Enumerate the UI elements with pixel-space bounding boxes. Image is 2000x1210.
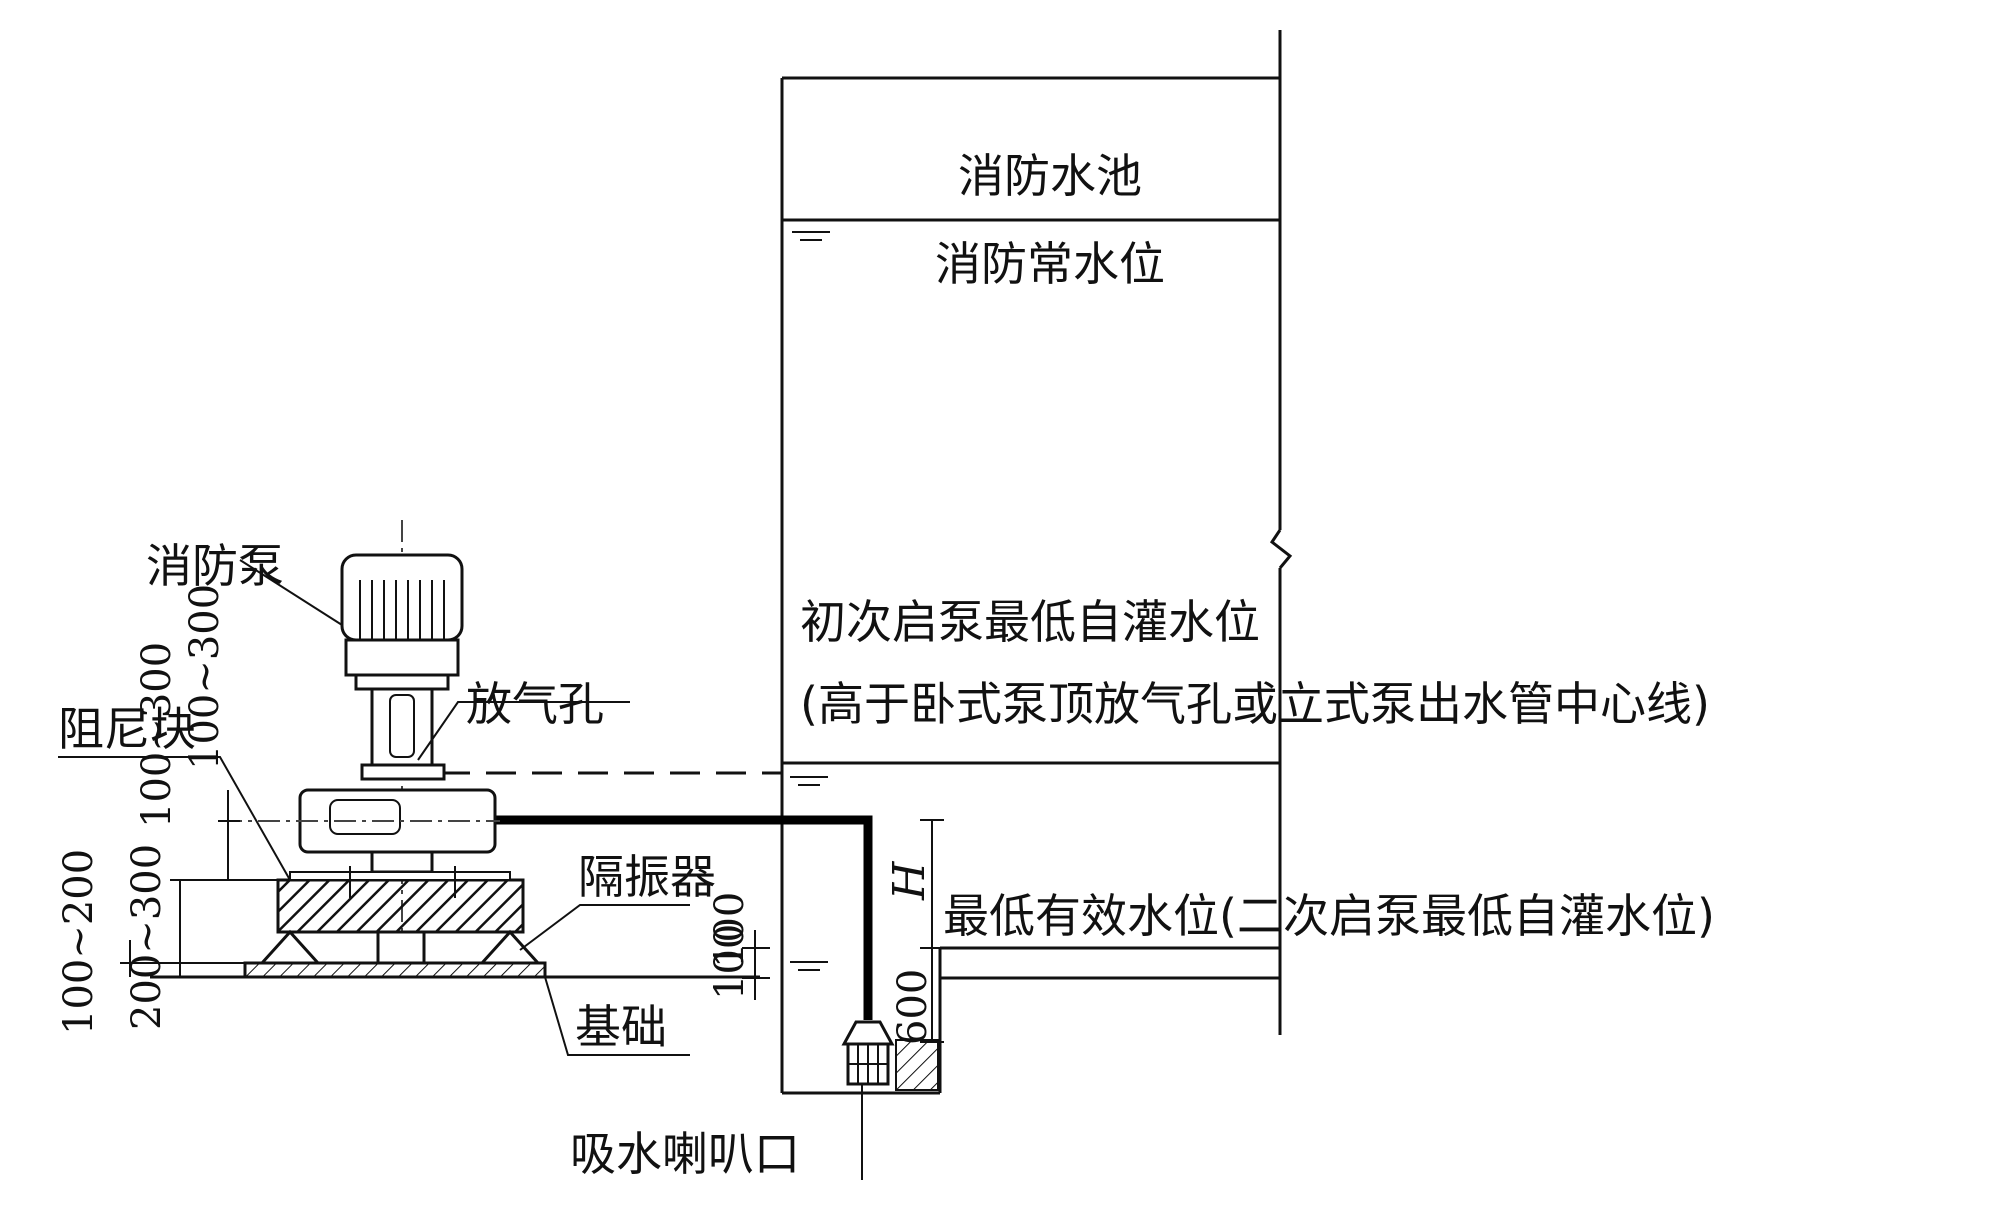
water-level-symbol: [792, 231, 830, 241]
dim-100-300-upper: 100~300: [182, 584, 228, 770]
first-start-note-label: (高于卧式泵顶放气孔或立式泵出水管中心线): [800, 677, 1710, 731]
min-effective-level-label: 最低有效水位(二次启泵最低自灌水位): [943, 889, 1715, 943]
dim-600: 600: [890, 969, 936, 1045]
sump-hatched-block: [895, 1039, 939, 1091]
motor-body: [344, 638, 460, 677]
water-level-symbol: [790, 961, 828, 971]
first-start-level-label: 初次启泵最低自灌水位: [800, 595, 1260, 649]
vibration-isolator: [478, 929, 542, 965]
dim-200-300: 200~300: [124, 844, 170, 1030]
normal-level-label: 消防常水位: [935, 237, 1165, 291]
damper-plate: [289, 871, 511, 881]
motor-fins: [359, 580, 445, 640]
dim-100-300-lower: 100~300: [134, 642, 180, 828]
fire-pool: [780, 30, 1293, 1095]
suction-bell-label: 吸水喇叭口: [570, 1127, 800, 1181]
damper-leader: [58, 756, 291, 881]
suction-pipe: [495, 815, 873, 1020]
vent-label: 放气孔: [466, 677, 604, 731]
dim-100-upper: 100: [707, 892, 753, 968]
water-level-symbol: [790, 776, 828, 786]
foundation-slab: [243, 961, 547, 979]
motor-flange: [354, 673, 450, 691]
isolator-leader: [519, 904, 690, 951]
pool-label: 消防水池: [958, 149, 1142, 203]
isolator-label: 隔振器: [578, 850, 716, 904]
coupling: [389, 694, 415, 758]
dim-100-lower: 100: [707, 924, 753, 1000]
dimension-lines: [120, 790, 944, 1043]
foundation-label: 基础: [575, 1000, 667, 1054]
pump-label: 消防泵: [146, 539, 284, 593]
vent-leader: [417, 701, 630, 761]
foundation-leader: [544, 976, 690, 1056]
break-line-symbol: [1269, 529, 1293, 569]
pump-top-flange: [360, 763, 446, 781]
center-support: [376, 930, 426, 965]
suction-bell-mouth: [841, 1020, 895, 1086]
dim-H: H: [884, 860, 935, 901]
pump-leader: [239, 559, 343, 626]
vibration-isolator: [258, 929, 322, 965]
damper-block: [276, 878, 525, 934]
damper-label: 阻尼块: [58, 702, 196, 756]
pump-base-neck: [370, 850, 434, 874]
dim-100-200: 100~200: [56, 849, 102, 1035]
pump-impeller: [329, 799, 401, 835]
fire-pump: [220, 520, 500, 960]
